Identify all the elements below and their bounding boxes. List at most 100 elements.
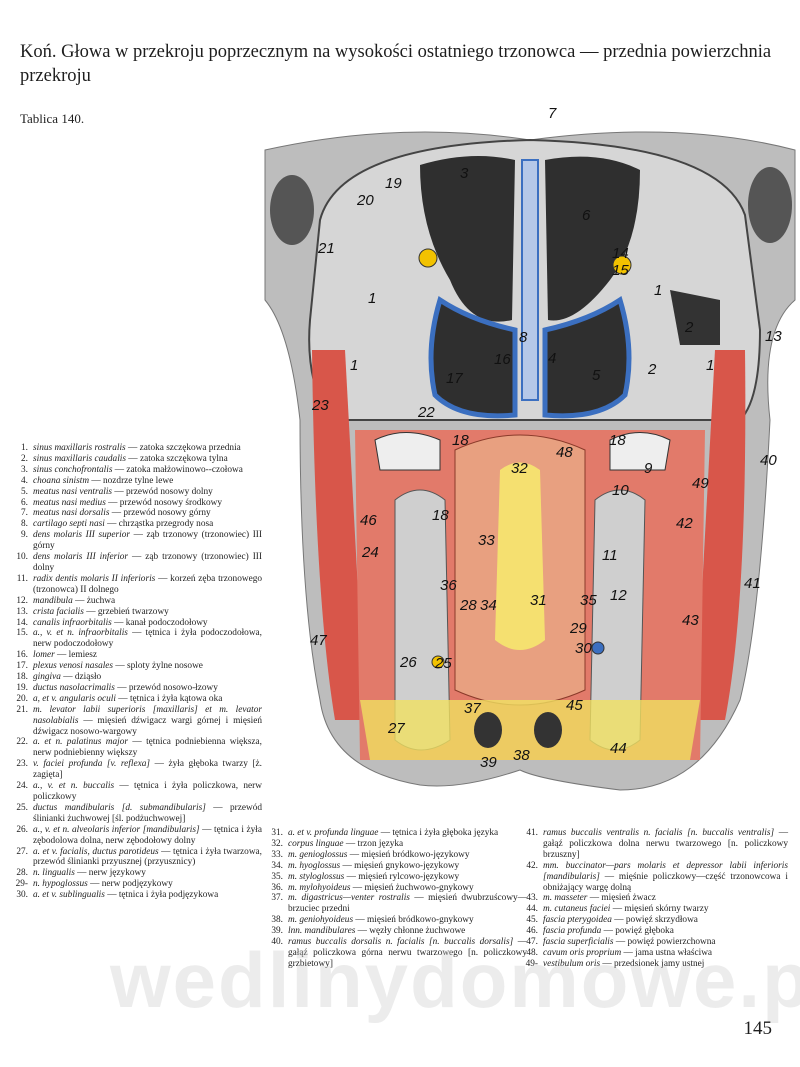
legend-number: 34. [271,860,283,871]
legend-text: canalis infraorbitalis — kanał podoczodo… [33,617,208,628]
legend-item: 8.cartilago septi nasi — chrząstka przeg… [10,519,262,530]
polish-term: nerw językowy [88,868,146,879]
legend-text: fascia superficialis — powięź powierzcho… [543,937,716,948]
latin-term: m. digastricus—venter rostralis [288,893,410,904]
legend-item: 30.a. et v. sublingualis — tętnica i żył… [10,890,262,901]
legend-item: 39.lnn. mandibulares — węzły chłonne żuc… [265,926,527,937]
legend-text: gingiva — dziąsło [33,672,102,683]
masseter-left [312,350,365,720]
legend-number: 9. [21,530,28,541]
legend-text: dens molaris III superior — ząb trzonowy… [33,530,262,552]
legend-item: 49-vestibulum oris — przedsionek jamy us… [520,959,788,970]
polish-term: mięśnie policzkowy—część trzonowcowa i o… [543,871,788,893]
label: 20 [356,192,374,209]
polish-term: żyła głęboka twarzy [ż. zagięta] [33,759,262,781]
page-title: Koń. Głowa w przekroju poprzecznym na wy… [20,42,772,86]
latin-term: mandibula [33,595,73,606]
polish-term: ząb trzonowy (trzonowiec) III dolny [33,552,262,573]
legend-text: choana sinistm — nozdrze tylne lewe [33,475,174,486]
legend-item: 3.sinus conchofrontalis — zatoka małżowi… [10,465,262,476]
legend-text: cavum oris proprium — jama ustna właściw… [543,947,713,958]
latin-term: vestibulum oris [543,958,601,969]
label: 2 [647,361,657,378]
left-eye [270,175,314,245]
label: 7 [548,105,557,122]
legend-text: m. mylohyoideus — mięsień żuchwowo-gnyko… [288,882,474,893]
legend-text: crista facialis — grzebień twarzowy [33,606,169,617]
legend-text: m. hyoglossus — mięsień gnykowo-językowy [288,860,460,871]
label: 45 [566,697,583,714]
legend-text: m. genioglossus — mięsień bródkowo-język… [288,849,470,860]
latin-term: m. geniohyoideus [288,915,354,926]
legend-text: sinus conchofrontalis — zatoka małżowino… [33,464,243,475]
legend-number: 24. [16,781,28,792]
label: 48 [556,444,573,461]
legend-text: a., v. et n. buccalis — tętnica i żyła p… [33,781,262,802]
legend-column-1: 1.sinus maxillaris rostralis — zatoka sz… [10,443,262,901]
legend-item: 38.m. geniohyoideus — mięsień bródkowo-g… [265,915,527,926]
legend-number: 12. [16,595,28,606]
legend-item: 31.a. et v. profunda linguae — tętnica i… [265,828,527,839]
legend-number: 18. [16,672,28,683]
label: 49 [692,475,709,492]
legend-item: 46.fascia profunda — powięź głęboka [520,926,788,937]
legend-item: 27.a. et v. facialis, ductus parotideus … [10,847,262,869]
legend-item: 21.m. levator labii superioris [maxillar… [10,705,262,738]
legend-text: m. geniohyoideus — mięsień bródkowo-gnyk… [288,915,474,926]
legend-item: 45.fascia pterygoidea — powięź skrzydłow… [520,915,788,926]
lymph-node-right [534,712,562,748]
legend-number: 15. [16,628,28,639]
polish-term: sploty żylne nosowe [127,661,203,672]
label: 16 [494,351,511,368]
latin-term: m. hyoglossus [288,860,341,871]
legend-number: 26. [16,824,28,835]
tooth-left [374,432,441,471]
polish-term: kanał podoczodołowy [125,617,208,628]
label: 26 [399,654,417,671]
legend-number: 5. [21,486,28,497]
legend-text: cartilago septi nasi — chrząstka przegro… [33,519,214,530]
label: 10 [612,482,629,499]
legend-text: a., v. et n. alveolaris inferior [mandib… [33,824,262,846]
legend-text: mandibula — żuchwa [33,595,116,606]
legend-text: a. et n. palatinus major — tętnica podni… [33,737,262,759]
legend-number: 44. [526,904,538,915]
polish-term: tętnica i żyła kątowa oka [129,693,223,704]
label: 9 [644,460,653,477]
legend-number: 37. [271,893,283,904]
legend-number: 4. [21,475,28,486]
label: 22 [417,404,435,421]
legend-text: m. levator labii superioris [maxillaris]… [33,704,262,737]
latin-term: cavum oris proprium [543,947,622,958]
label: 1 [368,290,376,307]
label: 34 [480,597,497,614]
legend-item: 35.m. styloglossus — mięsień rylcowo-jęz… [265,872,527,883]
legend-number: 45. [526,915,538,926]
legend-number: 48. [526,947,538,958]
legend-item: 16.lomer — lemiesz [10,650,262,661]
latin-term: v. faciei profunda [v. reflexa] [33,759,150,770]
tooth-right [609,432,671,471]
legend-item: 33.m. genioglossus — mięsień bródkowo-ję… [265,850,527,861]
polish-term: mięsień bródkowo-gnykowy [367,915,474,926]
legend-number: 10. [16,552,28,563]
legend-text: n. hypoglossus — nerw podjęzykowy [33,879,173,890]
latin-term: ductus nasolacrimalis [33,682,115,693]
latin-term: choana sinistm [33,475,90,486]
submandibular-fat [360,700,700,760]
legend-number: 29- [15,879,28,890]
latin-term: a. et n. palatinus major [33,737,129,748]
label: 18 [452,432,469,449]
latin-term: crista facialis [33,606,84,617]
legend-number: 43. [526,893,538,904]
legend-item: 24. a., v. et n. buccalis — tętnica i żył… [10,781,262,803]
label: 1 [654,282,662,299]
label: 38 [513,747,530,764]
legend-item: 34. m. hyoglossus — mięsień gnykowo-język… [265,861,527,872]
polish-term: przewód nosowy środkowy [119,497,223,508]
septum [521,159,539,401]
label: 41 [744,575,761,592]
plate-number: Tablica 140. [20,111,85,126]
latin-term: a. et v. facialis, ductus parotideus [33,846,159,857]
polish-term: tętnica i żyła twarzowa, przewód ślinian… [33,846,262,868]
